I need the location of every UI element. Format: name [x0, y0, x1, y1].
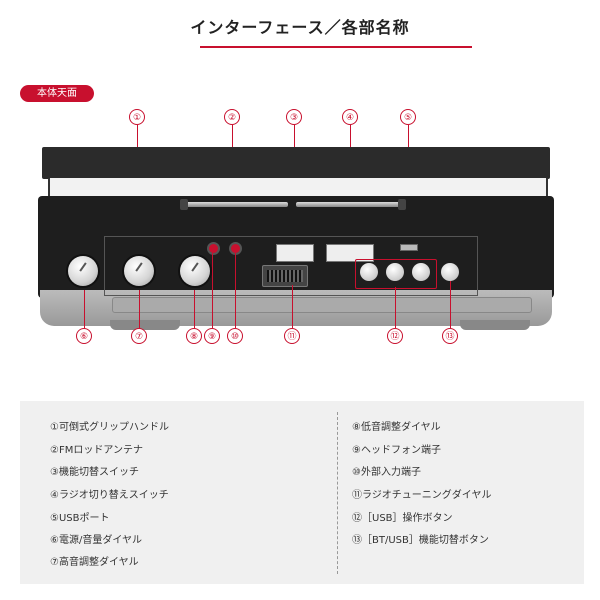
- legend-item: ②FMロッドアンテナ: [50, 445, 143, 456]
- page-title: インターフェース／各部名称: [190, 18, 410, 37]
- headphone-jack: [207, 242, 220, 255]
- title-underline: [200, 46, 472, 48]
- usb-button-prev: [360, 263, 378, 281]
- legend-item: ⑩外部入力端子: [352, 467, 421, 478]
- legend-item: ①可倒式グリップハンドル: [50, 422, 169, 433]
- antenna-right: [296, 202, 400, 207]
- legend-item: ⑤USBポート: [50, 513, 110, 524]
- usb-port: [400, 244, 418, 251]
- leader-1: [137, 125, 138, 159]
- leader-8: [194, 290, 195, 328]
- legend-item: ⑪ラジオチューニングダイヤル: [352, 490, 492, 501]
- handle-inner: [48, 178, 548, 200]
- usb-button-play: [386, 263, 404, 281]
- legend-item: ④ラジオ切り替えスイッチ: [50, 490, 169, 501]
- callout-12: ⑫: [387, 328, 403, 344]
- handle: [42, 147, 550, 179]
- callout-1: ①: [129, 109, 145, 125]
- callout-5: ⑤: [400, 109, 416, 125]
- legend-panel: [20, 401, 584, 584]
- callout-7: ⑦: [131, 328, 147, 344]
- radio-switch: [326, 244, 374, 262]
- leader-7: [139, 290, 140, 328]
- callout-11: ⑪: [284, 328, 300, 344]
- power-volume-knob: [68, 256, 98, 286]
- treble-knob: [124, 256, 154, 286]
- leader-12: [395, 287, 396, 328]
- base-strip: [112, 297, 532, 313]
- function-switch: [276, 244, 314, 262]
- control-panel: [104, 236, 478, 296]
- antenna-tip-left: [180, 199, 188, 210]
- leader-13: [450, 281, 451, 328]
- legend-item: ⑬［BT/USB］機能切替ボタン: [352, 535, 489, 546]
- foot-left: [110, 320, 180, 330]
- callout-10: ⑩: [227, 328, 243, 344]
- legend-item: ③機能切替スイッチ: [50, 467, 139, 478]
- usb-button-group: [355, 259, 437, 289]
- leader-10: [235, 253, 236, 328]
- leader-6: [84, 290, 85, 328]
- bt-usb-button: [441, 263, 459, 281]
- legend-item: ⑨ヘッドフォン端子: [352, 445, 441, 456]
- callout-6: ⑥: [76, 328, 92, 344]
- legend-item: ⑧低音調整ダイヤル: [352, 422, 441, 433]
- antenna-left: [186, 202, 288, 207]
- antenna-tip-right: [398, 199, 406, 210]
- legend-item: ⑦高音調整ダイヤル: [50, 557, 139, 568]
- foot-right: [460, 320, 530, 330]
- callout-2: ②: [224, 109, 240, 125]
- bass-knob: [180, 256, 210, 286]
- section-tag: 本体天面: [20, 85, 94, 102]
- leader-11: [292, 285, 293, 328]
- callout-4: ④: [342, 109, 358, 125]
- leader-9: [212, 253, 213, 328]
- usb-button-next: [412, 263, 430, 281]
- legend-divider: [337, 412, 338, 574]
- legend-item: ⑥電源/音量ダイヤル: [50, 535, 143, 546]
- callout-8: ⑧: [186, 328, 202, 344]
- tuning-dial: [262, 265, 308, 287]
- callout-3: ③: [286, 109, 302, 125]
- callout-9: ⑨: [204, 328, 220, 344]
- legend-item: ⑫［USB］操作ボタン: [352, 513, 453, 524]
- callout-13: ⑬: [442, 328, 458, 344]
